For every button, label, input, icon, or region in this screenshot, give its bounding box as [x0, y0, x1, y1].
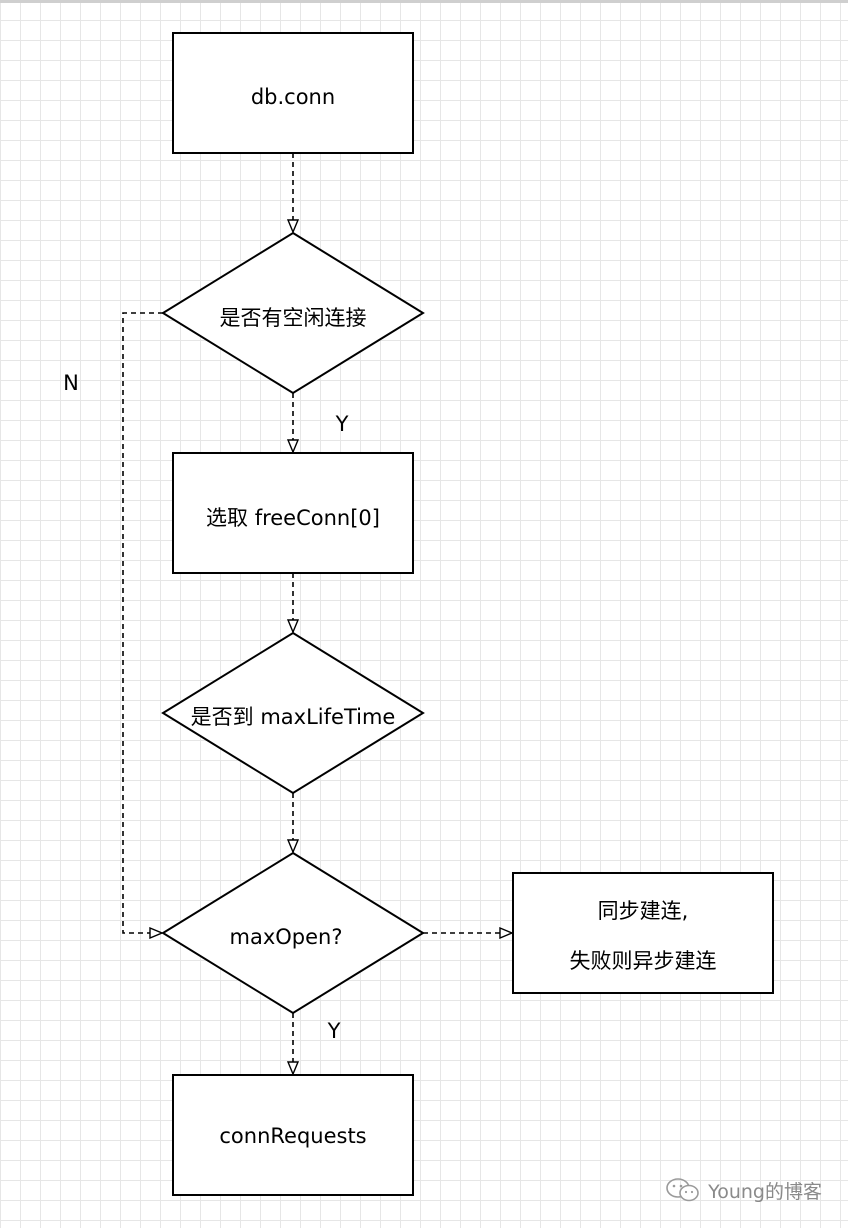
watermark-text: Young的博客 — [708, 1180, 822, 1203]
conn-requests-label: connRequests — [219, 1124, 367, 1148]
max-life-label: 是否到 maxLifeTime — [190, 705, 396, 729]
edge-idle-no-to-open — [122, 312, 163, 933]
db-conn-label: db.conn — [250, 85, 336, 109]
conn-requests-box — [172, 1074, 414, 1196]
edge-label-n: N — [63, 371, 79, 395]
pick-free-label: 选取 freeConn[0] — [206, 506, 380, 530]
top-border — [0, 0, 848, 3]
watermark: Young的博客 — [664, 1176, 822, 1204]
sync-build-box — [512, 872, 774, 994]
pick-free-box — [172, 452, 414, 574]
wechat-icon — [664, 1177, 702, 1203]
max-open-label: maxOpen? — [229, 925, 343, 949]
edge-label-y-open: Y — [327, 1019, 341, 1043]
sync-build-label-2: 失败则异步建连 — [569, 949, 717, 973]
sync-build-label-1: 同步建连, — [597, 899, 689, 923]
has-idle-label: 是否有空闲连接 — [219, 306, 367, 330]
edge-label-y-idle: Y — [335, 412, 349, 436]
